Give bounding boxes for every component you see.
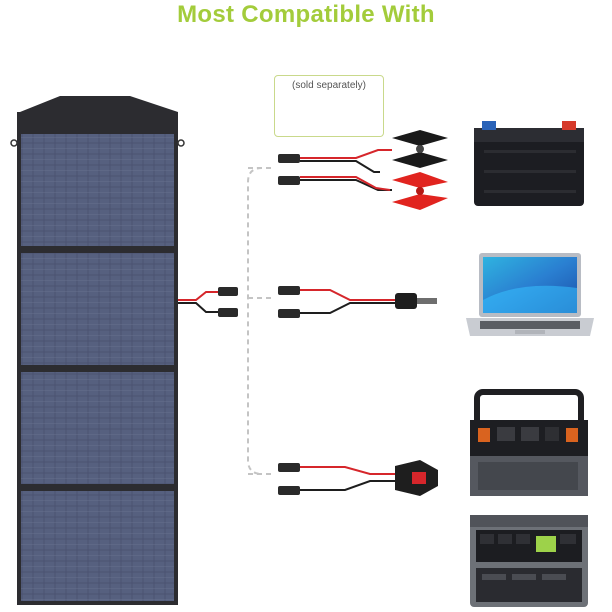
page-title: Most Compatible With xyxy=(177,1,435,28)
panel-grommet-right xyxy=(177,139,185,147)
mc4-connector xyxy=(218,287,238,296)
dashed-distribution-line xyxy=(247,167,275,475)
portable-power-station-icon xyxy=(470,515,588,607)
black-alligator-clip-icon xyxy=(392,130,448,168)
panel-section-4 xyxy=(21,491,174,601)
dc-plug-icon xyxy=(395,293,417,309)
panel-section-2 xyxy=(21,253,174,365)
panel-grommet-left xyxy=(10,139,18,147)
mc4-connector xyxy=(218,308,238,317)
portable-power-station-icon xyxy=(470,389,588,496)
alligator-clip-cable xyxy=(278,149,392,191)
laptop-icon xyxy=(466,253,594,336)
red-alligator-clip-icon xyxy=(392,172,448,210)
foldable-solar-panel-icon xyxy=(10,96,185,605)
sold-separately-label: (sold separately) xyxy=(292,80,366,91)
panel-output-mc4-cable xyxy=(178,287,238,317)
anderson-cable xyxy=(278,460,438,496)
car-battery-icon xyxy=(474,121,584,206)
panel-section-1 xyxy=(21,134,174,246)
controller-callout-box: (sold separately) xyxy=(274,75,384,137)
panel-handle-flap xyxy=(20,96,178,112)
dc-barrel-cable xyxy=(278,286,437,318)
panel-section-3 xyxy=(21,372,174,484)
